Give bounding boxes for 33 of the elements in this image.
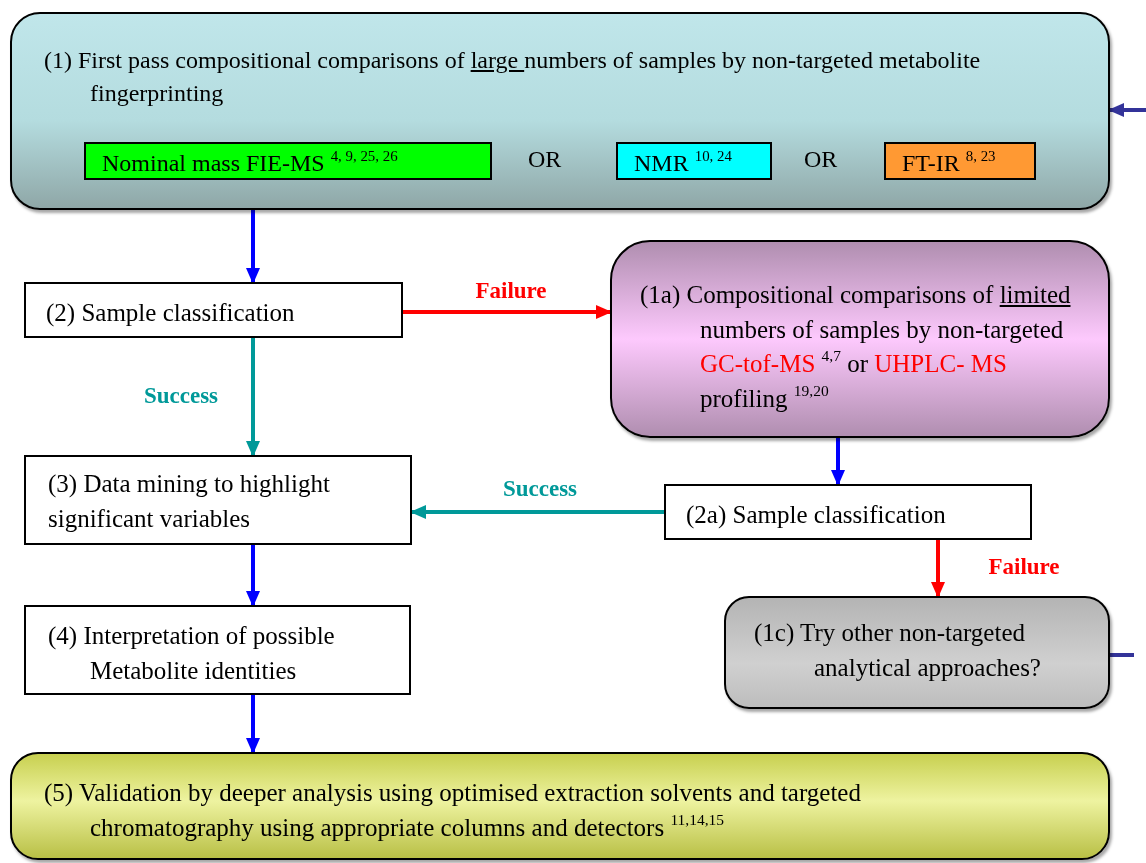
arrow: [403, 305, 612, 319]
technique-box: [84, 142, 492, 180]
arrow: [246, 545, 260, 607]
process-box: [10, 12, 1110, 210]
box-text: (2a) Sample classification: [685, 500, 947, 531]
arrow: [931, 540, 945, 598]
process-box: [24, 282, 403, 338]
connector-word: OR: [804, 146, 838, 173]
process-box: [10, 752, 1110, 860]
process-box: [664, 484, 1032, 540]
box-text: (1c) Try other non-targeted analytical approaches?: [753, 618, 1042, 683]
box-text: (4) Interpretation of possible Metabolite identities: [47, 621, 336, 686]
arrow: [246, 695, 260, 754]
arrow: [246, 210, 260, 284]
technique-box: [616, 142, 772, 180]
box-text: Nominal mass FIE-MS $^{4, 9, 25, 26}$: [101, 147, 399, 178]
connector-word: OR: [528, 146, 562, 173]
process-box: [610, 240, 1110, 438]
box-text: (3) Data mining to highlight significant variables: [47, 469, 331, 534]
process-box: [24, 605, 411, 695]
box-text: (1a) Compositional comparisons of limited numbers of samples by non-targeted GC-tof-MS $^{4,7}$ or UHPLC- MS profiling $^{19,20}$: [639, 280, 1072, 414]
arrow: [246, 338, 260, 457]
arrow: [831, 438, 845, 486]
box-text: NMR $^{10, 24}$: [633, 147, 733, 178]
connector-line: [1110, 653, 1134, 657]
arrow: [1108, 103, 1146, 117]
technique-box: [884, 142, 1036, 180]
box-text: (2) Sample classification: [45, 298, 296, 329]
process-box: [724, 596, 1110, 709]
box-text: FT-IR $^{8, 23}$: [901, 147, 997, 178]
process-box: [24, 455, 412, 545]
box-text: (5) Validation by deeper analysis using optimised extraction solvents and targeted chromatography using appropriate columns and detectors $^{11,14,15}$: [43, 778, 862, 843]
box-text: (1) First pass compositional comparisons of large numbers of samples by non-targeted metabolite fingerprinting: [43, 46, 982, 109]
